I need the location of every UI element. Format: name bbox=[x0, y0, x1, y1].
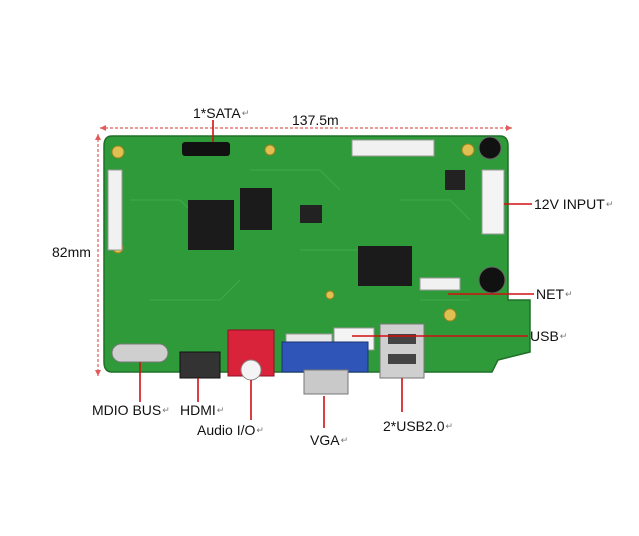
label-width: 137.5m bbox=[292, 112, 339, 128]
return-mark: ↵ bbox=[340, 435, 349, 445]
return-mark: ↵ bbox=[445, 421, 454, 431]
return-mark: ↵ bbox=[565, 289, 573, 299]
usb-slot bbox=[388, 334, 416, 344]
vga-socket bbox=[303, 369, 349, 395]
return-mark: ↵ bbox=[256, 425, 264, 435]
label-vga: VGA↵ bbox=[310, 432, 348, 448]
return-mark: ↵ bbox=[216, 405, 225, 415]
label-vga-text: VGA bbox=[310, 432, 340, 448]
vga-port bbox=[281, 341, 369, 373]
dimension-arrows bbox=[95, 125, 512, 376]
label-sata: 1*SATA↵ bbox=[193, 105, 249, 121]
return-mark: ↵ bbox=[559, 331, 568, 341]
label-net-text: NET bbox=[536, 286, 564, 302]
label-net: NET↵ bbox=[536, 286, 573, 302]
main-processor bbox=[188, 200, 234, 250]
audio-jack bbox=[240, 359, 262, 381]
return-mark: ↵ bbox=[605, 199, 614, 209]
small-chip-2 bbox=[445, 170, 465, 190]
label-height: 82mm bbox=[52, 244, 91, 260]
label-power-text: 12V INPUT bbox=[534, 196, 605, 212]
return-mark: ↵ bbox=[162, 405, 170, 415]
label-usb2: 2*USB2.0↵ bbox=[383, 418, 453, 434]
callout-lines bbox=[139, 120, 534, 428]
small-chip bbox=[300, 205, 322, 223]
network-chip bbox=[358, 246, 412, 286]
hdmi-port bbox=[179, 351, 221, 379]
battery-holder bbox=[111, 343, 169, 363]
label-audio-text: Audio I/O bbox=[197, 422, 256, 438]
power-connector bbox=[481, 169, 505, 235]
capacitors bbox=[478, 136, 506, 294]
label-usb: USB↵ bbox=[530, 328, 567, 344]
label-usb2-text: 2*USB2.0 bbox=[383, 418, 445, 434]
label-power: 12V INPUT↵ bbox=[534, 196, 613, 212]
usb-slot-2 bbox=[388, 354, 416, 364]
usb-ports bbox=[379, 323, 425, 379]
sata-connector bbox=[182, 142, 230, 156]
dimension-lines bbox=[97, 127, 512, 376]
label-hdmi-text: HDMI bbox=[180, 402, 216, 418]
net-connector bbox=[419, 277, 461, 291]
label-audio: Audio I/O↵ bbox=[197, 422, 264, 438]
label-hdmi: HDMI↵ bbox=[180, 402, 224, 418]
label-mdio-text: MDIO BUS bbox=[92, 402, 162, 418]
top-header bbox=[351, 139, 435, 157]
return-mark: ↵ bbox=[241, 108, 250, 118]
mounting-holes bbox=[111, 143, 475, 322]
left-header bbox=[107, 169, 123, 251]
label-sata-text: 1*SATA bbox=[193, 105, 241, 121]
memory-chip bbox=[240, 188, 272, 230]
label-usb-text: USB bbox=[530, 328, 559, 344]
label-mdio: MDIO BUS↵ bbox=[92, 402, 170, 418]
